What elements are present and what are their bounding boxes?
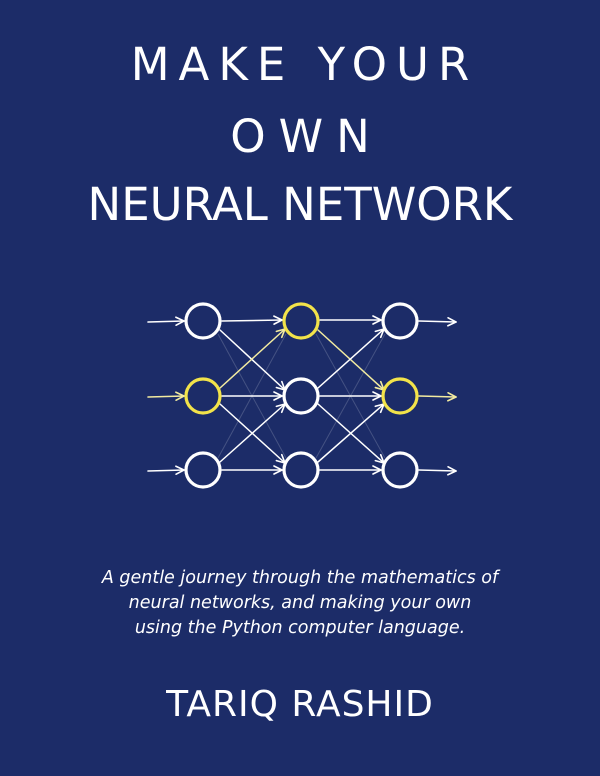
title-line-2: OWN (230, 110, 383, 163)
node-l1-n1 (184, 302, 222, 340)
subtitle-line-1: A gentle journey through the mathematics… (101, 568, 499, 588)
subtitle-line-3: using the Python computer language. (134, 618, 466, 638)
node-l3-n2 (381, 377, 419, 415)
author-name: TARIQ RASHID (166, 684, 434, 725)
node-l3-n3 (381, 451, 419, 489)
subtitle: A gentle journey through the mathematics… (0, 566, 600, 641)
subtitle-line-2: neural networks, and making your own (128, 593, 472, 613)
node-l2-n1 (282, 302, 320, 340)
nodes (184, 302, 419, 489)
node-l2-n2 (282, 377, 320, 415)
output-arrows (418, 316, 457, 476)
title-line-3: NEURAL NETWORK (87, 178, 513, 231)
node-l2-n3 (282, 451, 320, 489)
input-arrows (147, 316, 185, 476)
node-l3-n1 (381, 302, 419, 340)
title-line-1: MAKE YOUR (130, 38, 479, 91)
node-l1-n2 (184, 377, 222, 415)
node-l1-n3 (184, 451, 222, 489)
connections-layer1-layer2 (219, 315, 286, 475)
connections-layer2-layer3 (317, 315, 385, 475)
